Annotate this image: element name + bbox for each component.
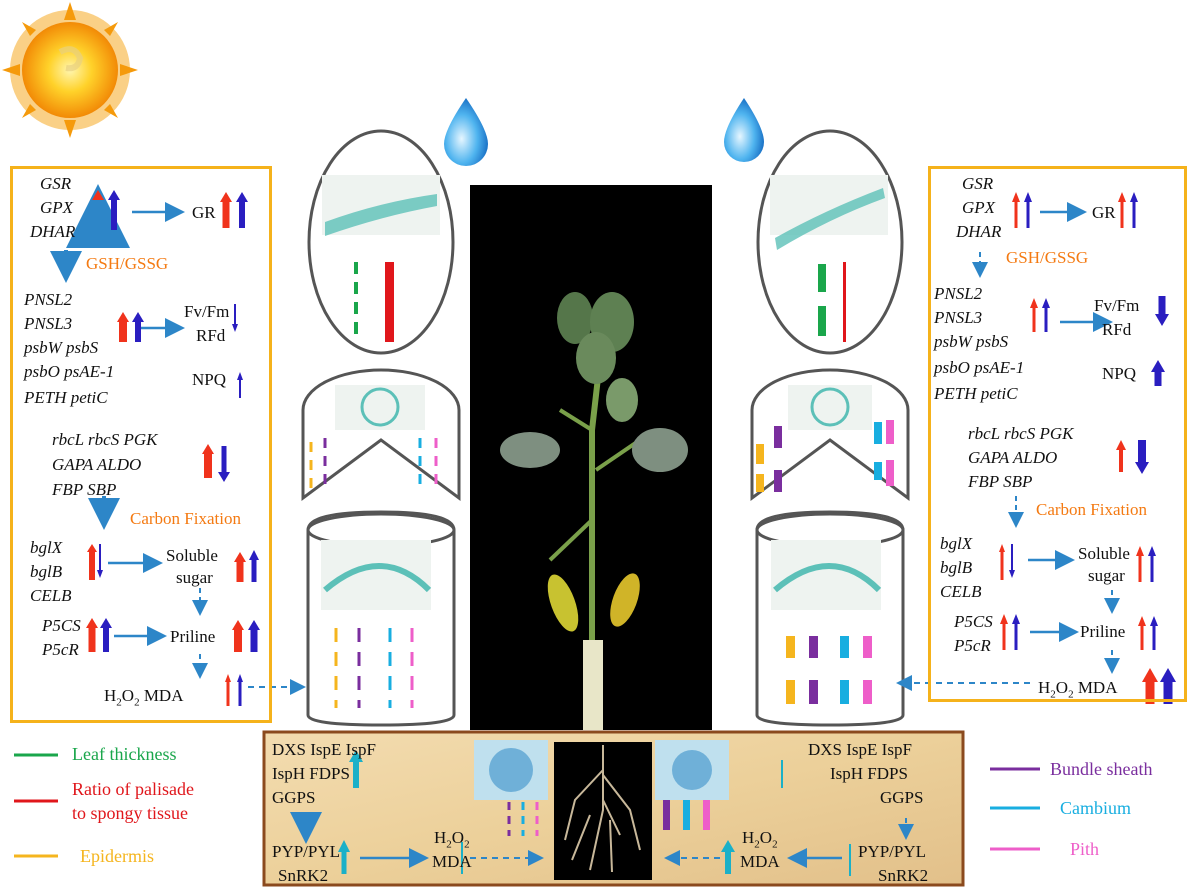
left-h2o2: H2O2 MDA	[104, 686, 183, 712]
left-psbo: psbO psAE-1	[24, 362, 114, 381]
right-leaf-oval	[758, 131, 902, 353]
left-npq: NPQ	[192, 370, 226, 389]
right-celb: CELB	[940, 582, 982, 601]
left-p5cr: P5cR	[42, 640, 79, 659]
left-dhar: DHAR	[30, 222, 75, 241]
right-p5cs: P5CS	[954, 612, 993, 631]
legend-pith: Pith	[1070, 838, 1099, 860]
right-peth: PETH petiC	[934, 384, 1018, 403]
legend-epidermis: Epidermis	[80, 845, 154, 867]
left-sugar: sugar	[176, 568, 213, 587]
root-left-pyp: PYP/PYL	[272, 842, 340, 861]
right-p5cr: P5cR	[954, 636, 991, 655]
left-fbp: FBP SBP	[52, 480, 116, 499]
right-rbcl: rbcL rbcS PGK	[968, 424, 1073, 443]
legend-leaf-thickness: Leaf thickness	[72, 743, 176, 765]
left-gapa: GAPA ALDO	[52, 455, 141, 474]
right-gsr: GSR	[962, 174, 993, 193]
root-left-gene-2: IspH FDPS	[272, 764, 350, 783]
legend-bundle-sheath: Bundle sheath	[1050, 758, 1152, 780]
root-right-mda: MDA	[740, 852, 780, 871]
left-gsh: GSH/GSSG	[86, 254, 168, 273]
root-left-mda: MDA	[432, 852, 472, 871]
left-carbon: Carbon Fixation	[130, 509, 241, 528]
root-right-h2o2: H2O2	[742, 828, 778, 854]
right-h2o2: H2O2 MDA	[1038, 678, 1117, 704]
right-gapa: GAPA ALDO	[968, 448, 1057, 467]
left-bglx: bglX	[30, 538, 62, 557]
left-gsr: GSR	[40, 174, 71, 193]
root-left-gene-3: GGPS	[272, 788, 315, 807]
root-left-h2o2: H2O2	[434, 828, 470, 854]
legend-spongy-tissue: to spongy tissue	[72, 802, 188, 824]
left-p5cs: P5CS	[42, 616, 81, 635]
left-gpx: GPX	[40, 198, 73, 217]
water-drop-icon	[444, 98, 488, 166]
right-pnsl3: PNSL3	[934, 308, 982, 327]
right-npq: NPQ	[1102, 364, 1136, 383]
right-gsh: GSH/GSSG	[1006, 248, 1088, 267]
water-drop-icon	[724, 98, 764, 162]
right-psbw: psbW psbS	[934, 332, 1008, 351]
left-petiole-pentagon	[303, 370, 459, 498]
right-sugar: sugar	[1088, 566, 1125, 585]
right-pnsl2: PNSL2	[934, 284, 982, 303]
root-right-gene-2: IspH FDPS	[830, 764, 908, 783]
left-celb: CELB	[30, 586, 72, 605]
legend-ratio-palisade: Ratio of palisade	[72, 778, 194, 800]
left-rfd: RFd	[196, 326, 225, 345]
right-petiole-pentagon	[752, 370, 908, 498]
root-right-gene-3: GGPS	[880, 788, 923, 807]
right-rfd: RFd	[1102, 320, 1131, 339]
left-priline: Priline	[170, 627, 215, 646]
left-soluble: Soluble	[166, 546, 218, 565]
right-gr: GR	[1092, 203, 1116, 222]
right-fvfm: Fv/Fm	[1094, 296, 1139, 315]
left-bglb: bglB	[30, 562, 62, 581]
left-rbcl: rbcL rbcS PGK	[52, 430, 157, 449]
right-stem-cylinder	[757, 512, 903, 725]
sun-icon	[2, 2, 138, 138]
right-priline: Priline	[1080, 622, 1125, 641]
right-psbo: psbO psAE-1	[934, 358, 1024, 377]
right-gpx: GPX	[962, 198, 995, 217]
left-gr: GR	[192, 203, 216, 222]
root-right-gene-1: DXS IspE IspF	[808, 740, 912, 759]
right-soluble: Soluble	[1078, 544, 1130, 563]
right-dhar: DHAR	[956, 222, 1001, 241]
right-fbp: FBP SBP	[968, 472, 1032, 491]
right-bglb: bglB	[940, 558, 972, 577]
left-stem-cylinder	[308, 512, 454, 725]
root-left-gene-1: DXS IspE IspF	[272, 740, 376, 759]
left-pnsl2: PNSL2	[24, 290, 72, 309]
left-psbw: psbW psbS	[24, 338, 98, 357]
legend-cambium: Cambium	[1060, 797, 1131, 819]
left-pnsl3: PNSL3	[24, 314, 72, 333]
root-right-pyp: PYP/PYL	[858, 842, 926, 861]
root-left-snrk2: SnRK2	[278, 866, 328, 885]
right-carbon: Carbon Fixation	[1036, 500, 1147, 519]
left-peth: PETH petiC	[24, 388, 108, 407]
left-fvfm: Fv/Fm	[184, 302, 229, 321]
right-bglx: bglX	[940, 534, 972, 553]
root-right-snrk2: SnRK2	[878, 866, 928, 885]
left-leaf-oval	[309, 131, 453, 353]
